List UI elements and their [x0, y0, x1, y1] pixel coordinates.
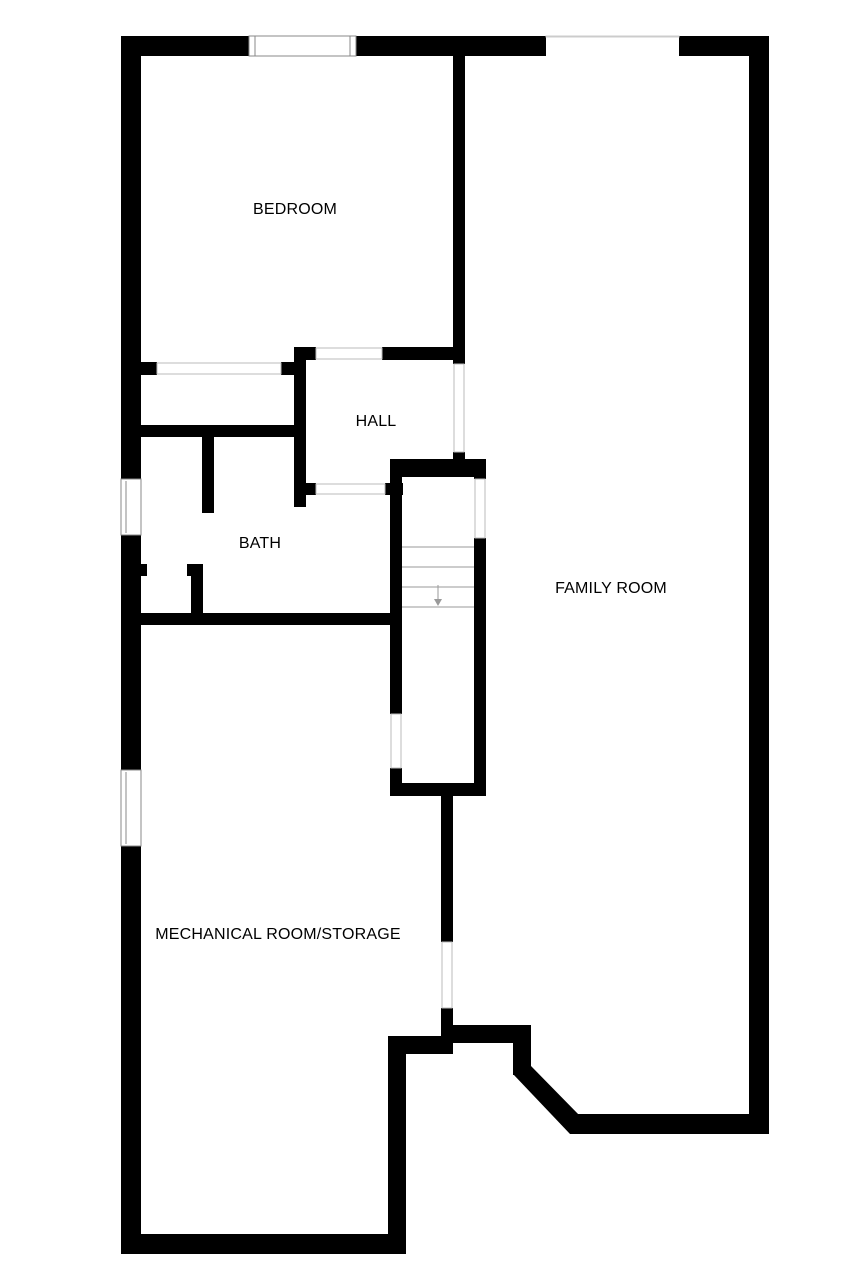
- wall-top-right: [679, 36, 769, 56]
- door-bedroom: [315, 347, 383, 360]
- wall-closet-bottom: [141, 425, 306, 437]
- room-label-hall: HALL: [355, 413, 397, 430]
- wall-stair-left: [390, 459, 402, 714]
- wall-mech-right: [441, 796, 453, 942]
- wall-stair-bottom: [390, 783, 486, 796]
- door-openings: [156, 347, 486, 1009]
- wall-outer-right: [749, 36, 769, 1134]
- room-label-family-room: FAMILY ROOM: [555, 580, 667, 597]
- door-stair-family: [474, 478, 486, 539]
- wall-bath-cabinet-vertical: [191, 564, 203, 619]
- wall-bedroom-bottom-right: [382, 347, 465, 360]
- wall-closet-top-left: [141, 362, 157, 375]
- stairs: [402, 546, 474, 608]
- window-family-top: [545, 35, 680, 38]
- wall-angled: [513, 1066, 580, 1134]
- walls: [121, 36, 769, 1254]
- wall-stair-right: [474, 538, 486, 796]
- wall-outer-left: [121, 36, 141, 1254]
- wall-top-mid: [356, 36, 546, 56]
- windows: [120, 35, 680, 847]
- door-bath: [315, 483, 386, 495]
- wall-top-left: [121, 36, 249, 56]
- window-mech-left: [120, 769, 142, 847]
- stair-arrow-head: [434, 599, 442, 606]
- wall-bath-stub: [202, 425, 214, 513]
- wall-mech-right-low: [441, 1008, 453, 1054]
- door-hall-family: [453, 363, 465, 453]
- door-mech-family: [441, 941, 453, 1009]
- wall-bump-top: [441, 1025, 531, 1043]
- room-label-mechanical: MECHANICAL ROOM/STORAGE: [155, 926, 401, 943]
- wall-bedroom-right: [453, 56, 465, 364]
- wall-hall-bottom-left: [294, 483, 316, 495]
- window-bath-left: [120, 478, 142, 536]
- wall-outer-bottom: [121, 1234, 406, 1254]
- wall-bottom-right: [570, 1114, 769, 1134]
- room-label-bedroom: BEDROOM: [252, 201, 338, 218]
- wall-step-vertical: [388, 1036, 406, 1254]
- window-bedroom-top: [248, 35, 357, 57]
- wall-bath-bottom: [141, 613, 402, 625]
- wall-stair-right-top: [474, 459, 486, 479]
- door-stair-mech: [390, 713, 402, 769]
- door-closet: [156, 362, 282, 375]
- room-label-bath: BATH: [238, 535, 282, 552]
- wall-stair-top: [390, 459, 486, 477]
- wall-bath-cabinet-left: [141, 564, 147, 576]
